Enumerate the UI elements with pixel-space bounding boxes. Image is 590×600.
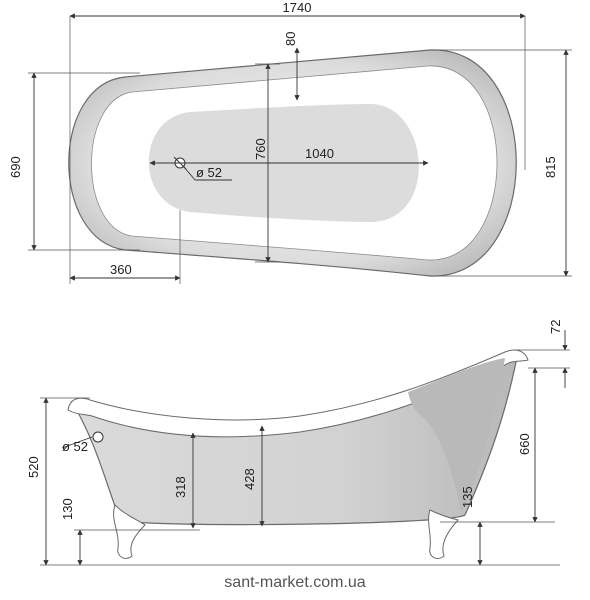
top-view: 1740 80 760 1040 ø 52 360 690 815 xyxy=(8,0,572,284)
tub-side-head-shade xyxy=(408,358,505,512)
drain-diameter-label: ø 52 xyxy=(196,165,222,180)
dim-inner-depth: 318 xyxy=(173,476,188,498)
dim-head-rim: 72 xyxy=(548,320,563,334)
overflow-diameter-label: ø 52 xyxy=(62,439,88,454)
dim-inner-length: 1040 xyxy=(305,146,334,161)
watermark: sant-market.com.ua xyxy=(224,574,366,591)
overflow-icon xyxy=(92,431,104,443)
dim-inner-width: 760 xyxy=(253,138,268,160)
left-claw-foot xyxy=(113,504,146,559)
dim-right-width: 815 xyxy=(543,156,558,178)
dim-overall-length: 1740 xyxy=(283,0,312,15)
dim-base-height-left: 130 xyxy=(60,498,75,520)
side-view: ø 52 520 318 428 130 660 72 135 xyxy=(26,320,570,566)
dim-base-height-right: 135 xyxy=(460,486,475,508)
dim-left-width: 690 xyxy=(8,156,23,178)
dim-drain-offset: 360 xyxy=(110,262,132,277)
dim-total-height: 520 xyxy=(26,456,41,478)
dim-head-height: 660 xyxy=(517,433,532,455)
dim-head-offset: 80 xyxy=(283,32,298,46)
dim-depth: 428 xyxy=(242,468,257,490)
